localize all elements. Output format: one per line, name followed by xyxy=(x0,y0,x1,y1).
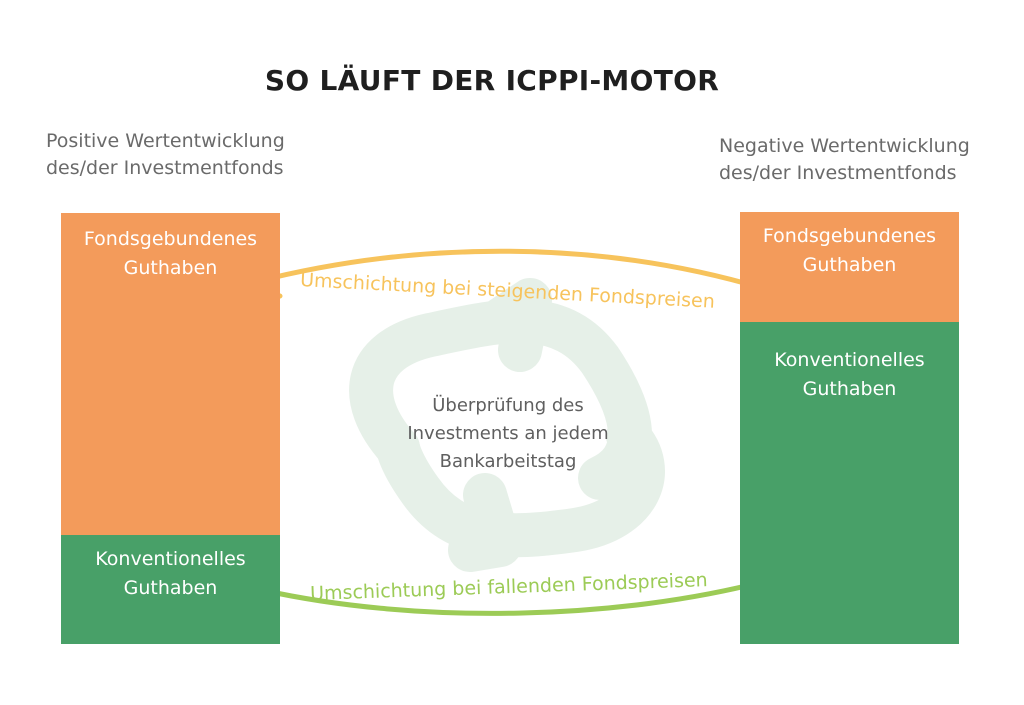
left-top-line-2: Guthaben xyxy=(123,257,218,279)
right-caption: Negative Wertentwicklung des/der Investm… xyxy=(719,133,970,187)
center-line-3: Bankarbeitstag xyxy=(439,451,577,472)
right-top-line-2: Guthaben xyxy=(802,254,897,276)
left-top-line-1: Fondsgebundenes xyxy=(83,228,258,250)
right-top-line-1: Fondsgebundenes xyxy=(762,225,937,247)
left-bottom-line-2: Guthaben xyxy=(123,577,218,599)
right-column: Fondsgebundenes Guthaben Konventionelles… xyxy=(740,212,959,644)
left-fund-linked-balance: Fondsgebundenes Guthaben xyxy=(61,213,280,535)
left-conventional-balance: Konventionelles Guthaben xyxy=(61,535,280,644)
center-line-2: Investments an jedem xyxy=(407,423,609,444)
cycle-icon xyxy=(349,278,665,572)
left-bottom-line-1: Konventionelles xyxy=(95,548,246,570)
right-bottom-line-1: Konventionelles xyxy=(774,349,925,371)
arrow-falling-label: Umschichtung bei fallenden Fondspreisen xyxy=(310,569,708,605)
center-review-text: Überprüfung des Investments an jedem Ban… xyxy=(388,392,628,476)
left-column: Fondsgebundenes Guthaben Konventionelles… xyxy=(61,213,280,644)
right-caption-line-1: Negative Wertentwicklung xyxy=(719,135,970,157)
page-title: SO LÄUFT DER ICPPI-MOTOR xyxy=(264,64,720,97)
left-caption-line-1: Positive Wertentwicklung xyxy=(46,130,285,152)
right-conventional-balance: Konventionelles Guthaben xyxy=(740,322,959,644)
left-caption: Positive Wertentwicklung des/der Investm… xyxy=(46,128,285,182)
right-fund-linked-balance: Fondsgebundenes Guthaben xyxy=(740,212,959,322)
left-caption-line-2: des/der Investmentfonds xyxy=(46,157,284,179)
right-caption-line-2: des/der Investmentfonds xyxy=(719,162,957,184)
right-bottom-line-2: Guthaben xyxy=(802,378,897,400)
center-line-1: Überprüfung des xyxy=(432,395,584,416)
